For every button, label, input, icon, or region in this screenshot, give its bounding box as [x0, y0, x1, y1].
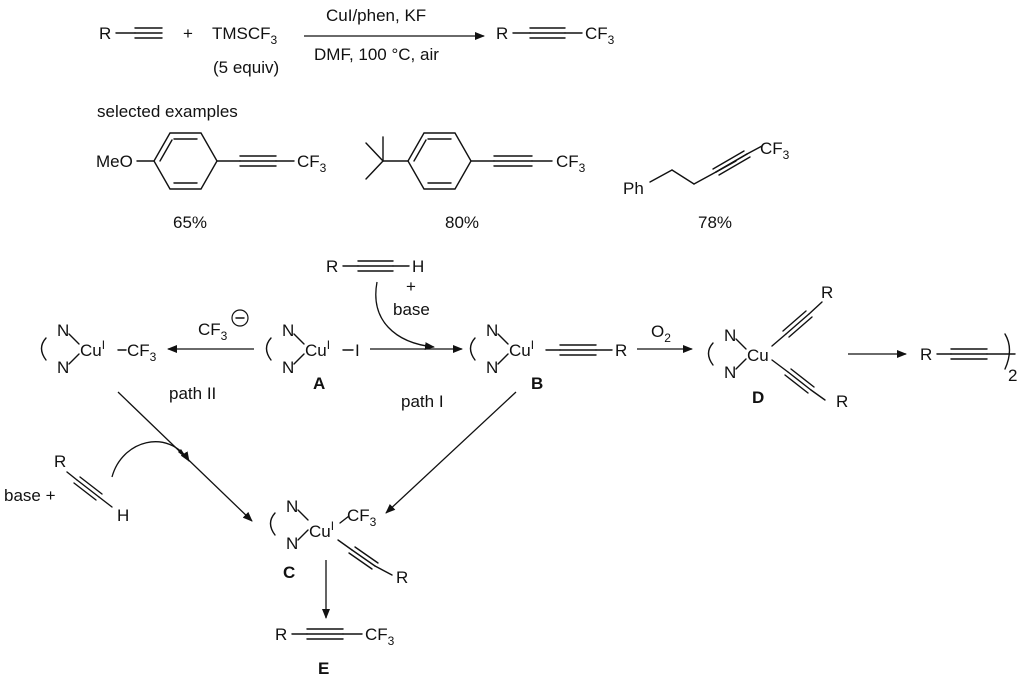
complex-A: N N CuI I A	[265, 321, 360, 393]
ex1-cf3: CF3	[297, 152, 327, 175]
label-D: D	[752, 388, 764, 407]
triple-bond-product	[512, 27, 583, 39]
mech-alkyne-r: R	[326, 257, 338, 276]
label-C: C	[283, 563, 295, 582]
tmscf3-reagent: TMSCF3	[212, 24, 278, 47]
diyne-product: R 2	[920, 333, 1017, 385]
path-i-label: path I	[401, 392, 444, 411]
complex-D: N N Cu R R D	[707, 283, 848, 411]
ex1-yield: 65%	[173, 213, 207, 232]
ex2-yield: 80%	[445, 213, 479, 232]
ex2-cf3: CF3	[556, 152, 586, 175]
triple-bond-reactant	[115, 27, 163, 39]
D-N-top: N	[724, 326, 736, 345]
complex-cu-cf3: N N CuI CF3	[40, 321, 157, 377]
mech-alkyne-h: H	[412, 257, 424, 276]
A-cu: CuI	[305, 338, 330, 360]
top-reaction: R + TMSCF3 (5 equiv) CuI/phen, KF DMF, 1…	[99, 6, 615, 77]
equiv-label: (5 equiv)	[213, 58, 279, 77]
curved-arrow-path-ii	[111, 441, 190, 478]
dimer-sub-2: 2	[1008, 366, 1017, 385]
ex3-cf3: CF3	[760, 139, 790, 162]
B-R: R	[615, 341, 627, 360]
cucf3-N-bottom: N	[57, 358, 69, 377]
C-N-top: N	[286, 497, 298, 516]
cucf3-N-top: N	[57, 321, 69, 340]
arrow-B-to-C	[385, 391, 517, 514]
ex3-ph: Ph	[623, 179, 644, 198]
cucf3-cf3: CF3	[127, 341, 157, 364]
complex-B: N N CuI R B	[469, 321, 627, 393]
B-cu: CuI	[509, 338, 534, 360]
reactant-alkyne-r: R	[99, 24, 111, 43]
A-iodide: I	[355, 341, 360, 360]
A-N-bottom: N	[282, 358, 294, 377]
mech-plus: +	[406, 277, 416, 296]
complex-C: N N CuI CF3 R C	[269, 497, 408, 587]
bl-H: H	[117, 506, 129, 525]
dimer-R: R	[920, 345, 932, 364]
bl-R: R	[54, 452, 66, 471]
C-cu: CuI	[309, 519, 334, 541]
path-ii-label: path II	[169, 384, 216, 403]
label-B: B	[531, 374, 543, 393]
product-cf3: CF3	[585, 24, 615, 47]
C-cf3: CF3	[347, 506, 377, 529]
base-plus: base +	[4, 486, 56, 505]
product-r: R	[496, 24, 508, 43]
B-N-bottom: N	[486, 358, 498, 377]
label-E: E	[318, 659, 329, 678]
curved-arrow-path-i	[375, 281, 435, 351]
product-E: R CF3 E	[275, 625, 395, 678]
C-R: R	[396, 568, 408, 587]
plus-sign: +	[183, 24, 193, 43]
D-cu: Cu	[747, 346, 769, 365]
B-N-top: N	[486, 321, 498, 340]
example-2-structure: CF3	[365, 132, 586, 190]
example-3-structure: Ph CF3	[623, 139, 790, 198]
D-R-bottom: R	[836, 392, 848, 411]
o2-label: O2	[651, 322, 671, 345]
cucf3-cu: CuI	[80, 338, 105, 360]
example-1-structure: MeO CF3	[96, 132, 327, 190]
E-R: R	[275, 625, 287, 644]
A-N-top: N	[282, 321, 294, 340]
D-R-top: R	[821, 283, 833, 302]
terminal-alkyne-top: R H + base	[326, 257, 430, 319]
mech-base: base	[393, 300, 430, 319]
ex1-meo: MeO	[96, 152, 133, 171]
examples-heading: selected examples	[97, 102, 238, 121]
E-cf3: CF3	[365, 625, 395, 648]
label-A: A	[313, 374, 325, 393]
D-N-bottom: N	[724, 363, 736, 382]
C-N-bottom: N	[286, 534, 298, 553]
cf3-anion: CF3	[198, 320, 228, 343]
conditions-top: CuI/phen, KF	[326, 6, 426, 25]
conditions-bottom: DMF, 100 °C, air	[314, 45, 439, 64]
ex3-yield: 78%	[698, 213, 732, 232]
negative-charge-icon	[231, 309, 249, 327]
alkyne-bottom-left: base + R H	[4, 452, 129, 525]
